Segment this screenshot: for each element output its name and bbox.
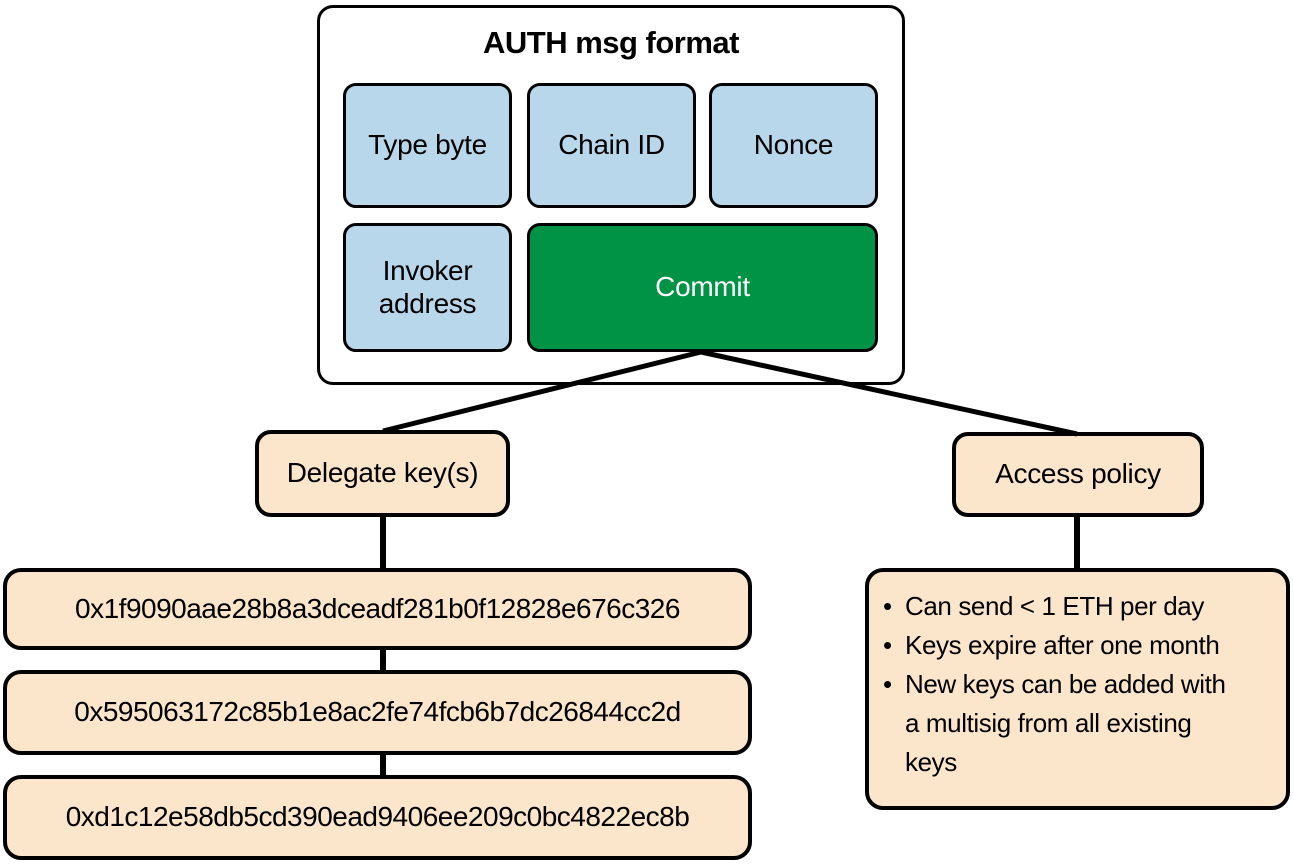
- delegate-keys-label: Delegate key(s): [286, 457, 479, 489]
- delegate-key-address-3: 0xd1c12e58db5cd390ead9406ee209c0bc4822ec…: [3, 775, 752, 860]
- field-chain-id: Chain ID: [527, 83, 696, 208]
- policy-rule-item: Can send < 1 ETH per day: [879, 587, 1226, 626]
- delegate-key-address-3-text: 0xd1c12e58db5cd390ead9406ee209c0bc4822ec…: [65, 801, 690, 833]
- field-type-byte-label: Type byte: [368, 129, 487, 161]
- field-type-byte: Type byte: [343, 83, 512, 208]
- field-invoker-address: Invoker address: [343, 223, 512, 352]
- field-nonce: Nonce: [709, 83, 878, 208]
- delegate-key-address-1: 0x1f9090aae28b8a3dceadf281b0f12828e676c3…: [3, 568, 752, 650]
- field-commit-label: Commit: [655, 271, 750, 303]
- access-policy-box: Access policy: [952, 432, 1204, 517]
- policy-rule-item: New keys can be added with a multisig fr…: [879, 665, 1226, 782]
- auth-msg-format-title: AUTH msg format: [482, 25, 740, 60]
- delegate-key-address-1-text: 0x1f9090aae28b8a3dceadf281b0f12828e676c3…: [75, 592, 680, 624]
- delegate-keys-box: Delegate key(s): [255, 430, 510, 517]
- delegate-key-address-2: 0x595063172c85b1e8ac2fe74fcb6b7dc26844cc…: [3, 670, 752, 755]
- access-policy-rule-list: Can send < 1 ETH per day Keys expire aft…: [869, 587, 1234, 782]
- field-invoker-address-label: Invoker address: [378, 255, 477, 319]
- delegate-key-address-2-text: 0x595063172c85b1e8ac2fe74fcb6b7dc26844cc…: [74, 696, 681, 728]
- access-policy-label: Access policy: [995, 458, 1161, 490]
- access-policy-rules-box: Can send < 1 ETH per day Keys expire aft…: [865, 568, 1290, 810]
- field-commit: Commit: [527, 223, 878, 352]
- field-nonce-label: Nonce: [753, 129, 834, 161]
- policy-rule-item: Keys expire after one month: [879, 626, 1226, 665]
- field-chain-id-label: Chain ID: [558, 129, 665, 161]
